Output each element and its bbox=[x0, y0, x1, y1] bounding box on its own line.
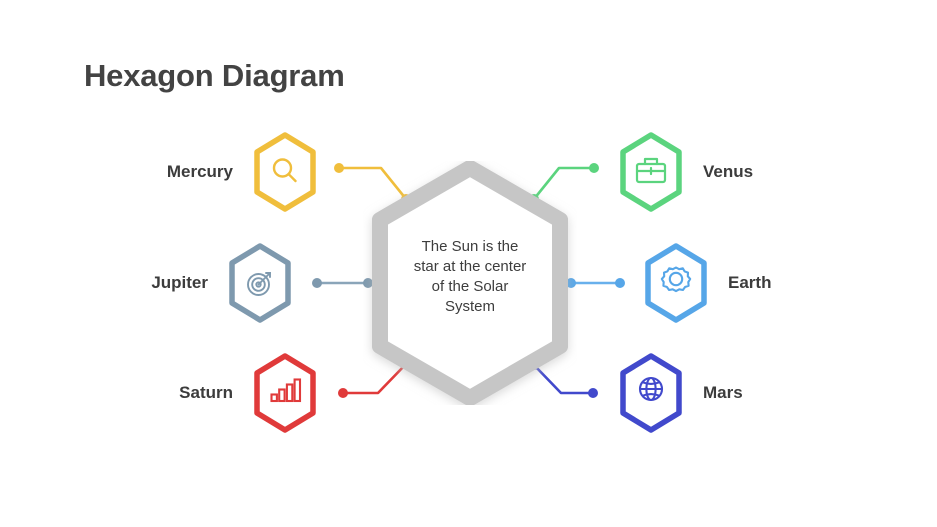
hexagon-saturn[interactable] bbox=[249, 352, 321, 434]
hexagon-jupiter[interactable] bbox=[224, 242, 296, 324]
briefcase-icon bbox=[635, 157, 667, 184]
center-hexagon-shape bbox=[372, 161, 568, 405]
hexagon-mercury[interactable] bbox=[249, 131, 321, 213]
gear-icon bbox=[660, 266, 692, 293]
connector-earth bbox=[566, 278, 625, 288]
center-text-line: of the Solar bbox=[431, 278, 509, 295]
center-text-line: System bbox=[444, 298, 495, 315]
label-saturn: Saturn bbox=[179, 383, 233, 402]
label-jupiter: Jupiter bbox=[151, 273, 208, 292]
bar-chart-icon bbox=[270, 378, 302, 403]
connector-jupiter bbox=[312, 278, 373, 288]
hexagon-mars[interactable] bbox=[615, 352, 687, 434]
magnifier-icon bbox=[272, 158, 297, 183]
center-text-line: star at the center bbox=[413, 258, 527, 275]
hexagon-earth[interactable] bbox=[640, 242, 712, 324]
target-icon bbox=[247, 272, 271, 296]
label-venus: Venus bbox=[703, 162, 754, 181]
label-mars: Mars bbox=[703, 383, 743, 402]
label-mercury: Mercury bbox=[166, 162, 233, 181]
globe-icon bbox=[638, 376, 664, 402]
page-title: Hexagon Diagram bbox=[84, 58, 345, 93]
hexagon-venus[interactable] bbox=[615, 131, 687, 213]
center-text-line: The Sun is the bbox=[421, 238, 519, 255]
center-text: The Sun is the star at the center of the… bbox=[388, 237, 552, 317]
label-earth: Earth bbox=[728, 273, 772, 292]
